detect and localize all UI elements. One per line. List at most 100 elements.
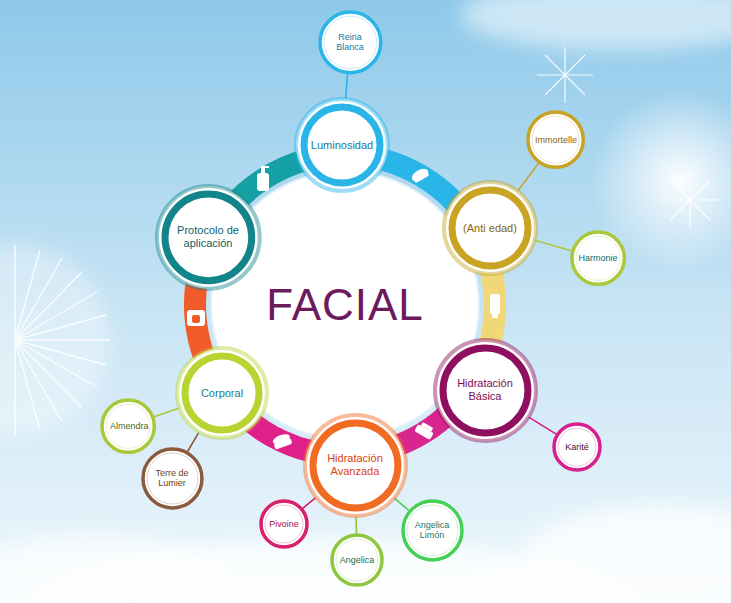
product-ring [261,501,307,547]
cloud [460,0,731,50]
jar-body [187,310,205,326]
dandelion-seed [662,172,718,228]
outer-ring [435,340,536,441]
jar-mark [192,315,200,323]
product-ring [102,400,154,452]
product-ring [143,449,202,508]
label-holder: Hidratación Avanzada [303,413,408,518]
product-circle: Reina Blanca [318,10,383,75]
cloud [0,535,220,603]
connector-line [302,498,315,509]
product-circle: Pivoine [259,499,309,549]
product-icon [187,310,205,326]
category-circle: (Anti edad) [442,180,538,276]
bottle-body [257,173,269,191]
tube-cap [492,314,498,318]
product-inner-ring [336,539,378,581]
node-label: Angelica [340,555,375,565]
node-label: Protocolo de aplicación [173,224,243,249]
label-holder: Protocolo de aplicación [155,184,262,291]
inner-ring [165,194,252,281]
connector-line [518,163,539,191]
jar-body [413,171,429,183]
product-icon [410,166,431,184]
tube-body [490,294,500,314]
label-holder: Immortelle [526,110,585,169]
label-holder: Pivoine [259,499,309,549]
node-label: Karité [565,442,589,452]
category-circle: Corporal [175,346,269,440]
product-circle: Immortelle [526,110,585,169]
inner-ring [443,348,528,433]
label-holder: Hidratación Básica [433,338,538,443]
node-label: Angelica Limón [411,520,453,541]
product-inner-ring [532,116,579,163]
jar-body [274,438,293,450]
category-circle: Hidratación Básica [433,338,538,443]
node-label: Reina Blanca [328,32,372,53]
label-holder: Almendra [100,398,156,454]
product-icon [414,421,436,440]
outer-ring [296,99,388,191]
bottle-nozzle [261,166,269,168]
label-holder: Harmonie [570,230,626,286]
inner-ring [313,423,398,508]
ring-segment [135,95,554,514]
label-holder: Reina Blanca [318,10,383,75]
product-circle: Terre de Lumier [141,447,204,510]
connector-line [529,417,557,434]
node-label: Almendra [110,421,146,431]
product-circle: Harmonie [570,230,626,286]
cloud [520,505,731,603]
product-circle: Almendra [100,398,156,454]
product-circle: Karité [552,422,602,472]
category-circle: Luminosidad [294,97,390,193]
label-holder: Luminosidad [294,97,390,193]
connector-line [346,73,348,98]
product-inner-ring [558,428,596,466]
node-label: Luminosidad [311,139,373,152]
product-ring [320,12,381,73]
node-label: (Anti edad) [463,222,517,235]
node-label: FACIAL [266,283,424,327]
product-inner-ring [147,453,198,504]
product-inner-ring [324,16,377,69]
outer-ring [444,182,536,274]
label-holder: Terre de Lumier [141,447,204,510]
node-label: Corporal [201,387,243,400]
node-label: Terre de Lumier [151,468,193,489]
jar-lid [410,166,431,184]
node-label: Hidratación Básica [451,377,519,402]
connector-line [355,516,357,534]
inner-ring [452,190,528,266]
outer-ring [177,348,267,438]
product-ring [332,535,382,585]
product-inner-ring [265,505,303,543]
node-label: Hidratación Avanzada [321,452,389,477]
node-label: Pivoine [269,519,299,529]
product-ring [403,501,462,560]
product-icon [257,166,269,191]
dandelion-puff [0,245,110,435]
label-holder: Corporal [175,346,269,440]
category-circle: Protocolo de aplicación [155,184,262,291]
label-holder: Karité [552,422,602,472]
product-ring [554,424,600,470]
connector-line [187,433,198,452]
outer-ring [157,186,260,289]
product-inner-ring [407,505,458,556]
inner-ring [185,356,259,430]
label-holder: Angelica [330,533,384,587]
inner-ring [304,107,380,183]
connector-line [154,408,179,417]
jar-lid [421,422,433,431]
product-ring [572,232,624,284]
outer-ring [305,415,406,516]
product-inner-ring [106,404,150,448]
product-ring [528,112,583,167]
label-holder: Angelica Limón [401,499,464,562]
node-label: Harmonie [578,253,617,263]
dandelion-seed [537,47,593,103]
product-circle: Angelica [330,533,384,587]
